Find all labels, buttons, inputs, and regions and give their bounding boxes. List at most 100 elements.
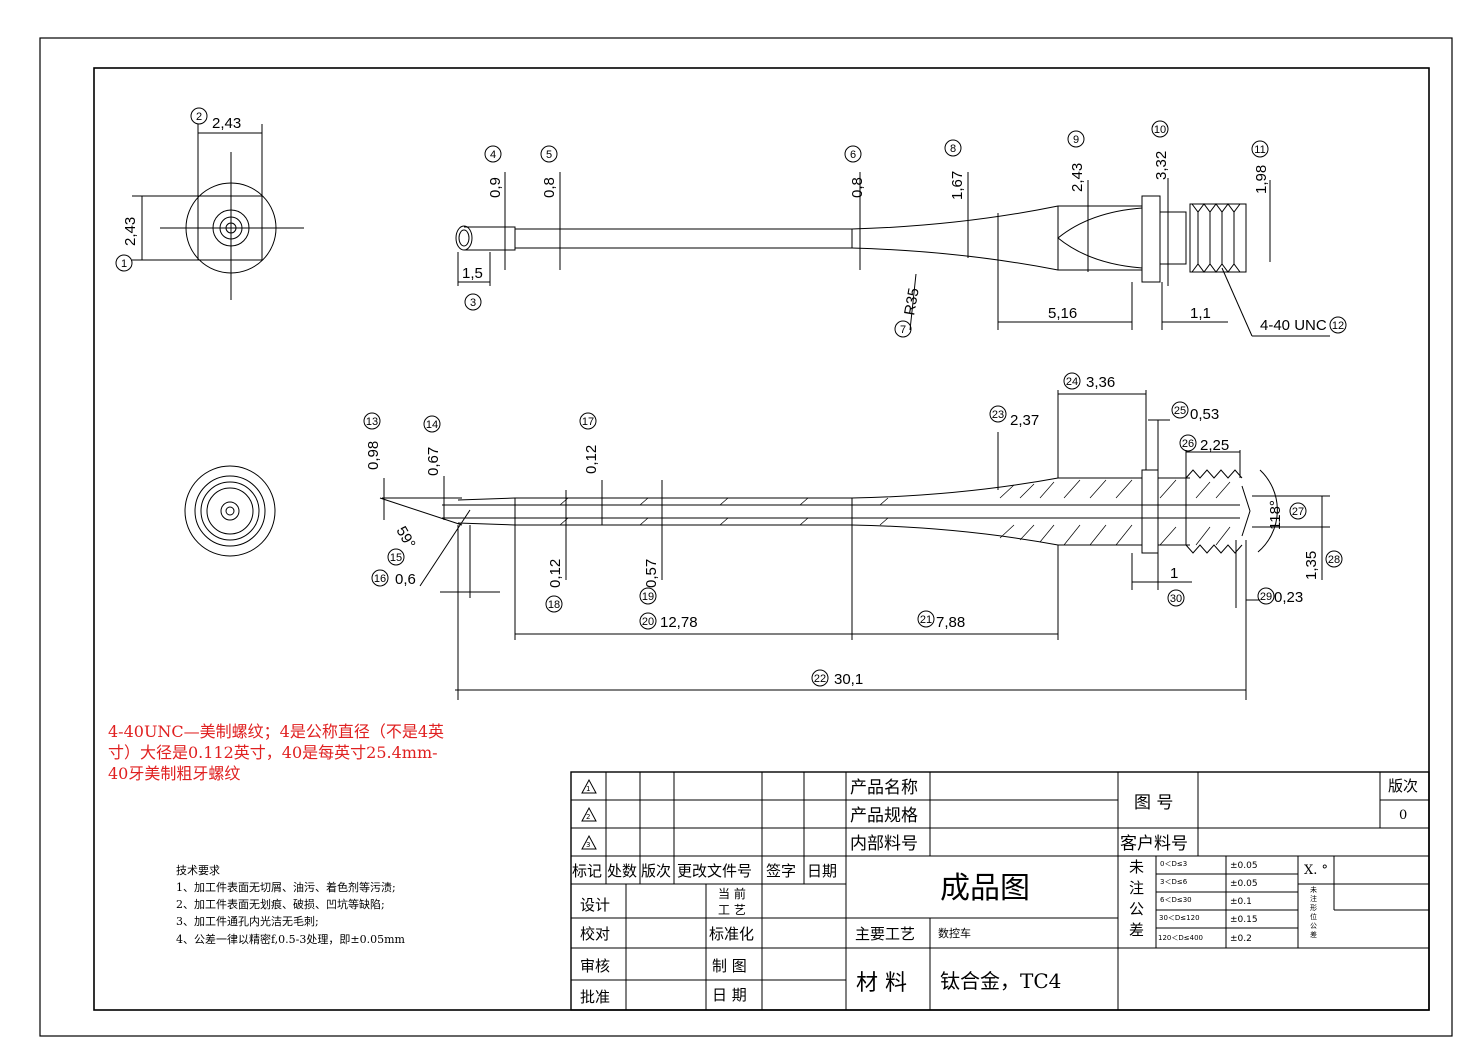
note-line-3: 40牙美制粗牙螺纹 [108, 764, 240, 783]
main-process-label: 主要工艺 [855, 925, 915, 943]
untol-label-char: 注 [1129, 879, 1144, 897]
dimension-labels: 2,43 1,5 5,16 1,1 4-40 UNC 0,6 12,78 7,8… [212, 115, 1327, 688]
balloon-number: 24 [1066, 376, 1078, 388]
balloon-number: 30 [1170, 593, 1182, 605]
tol-range: 30＜D≤120 [1159, 914, 1200, 922]
thread-note: 4-40UNC—美制螺纹；4是公称直径（不是4英 寸）大径是0.112英寸，40… [108, 722, 444, 783]
tol-value: ±0.05 [1230, 879, 1258, 889]
dim-label: 3,36 [1086, 374, 1115, 391]
end-view-top [132, 124, 304, 300]
current-process-label: 工 艺 [718, 903, 746, 917]
balloon-number: 7 [900, 324, 906, 336]
product-name-label: 产品名称 [850, 778, 918, 798]
note-line-2: 寸）大径是0.112英寸，40是每英寸25.4mm- [108, 743, 438, 762]
end-view-bottom [184, 465, 276, 557]
dim-label: 0,8 [541, 177, 558, 198]
dim-label: 1,1 [1190, 305, 1211, 322]
geo-tol-char: 未 [1310, 885, 1317, 894]
drawing-label: 制 图 [712, 957, 747, 975]
geo-tol-char: 差 [1310, 930, 1317, 939]
header-sign: 签字 [766, 862, 796, 880]
dim-label: 2,43 [1069, 163, 1086, 192]
side-view-top [455, 172, 1330, 337]
material-value: 钛合金，TC4 [940, 969, 1061, 993]
dim-label: 59° [393, 524, 419, 552]
geo-tol-char: 形 [1310, 904, 1317, 912]
balloon-number: 25 [1174, 405, 1186, 417]
geo-tol-char: 注 [1310, 894, 1317, 903]
balloon-number: 19 [642, 591, 654, 603]
balloon-number: 3 [470, 297, 476, 309]
balloon-number: 2 [196, 111, 202, 123]
dim-label: 2,37 [1010, 412, 1039, 429]
dim-label: 2,43 [212, 115, 241, 132]
balloon-number: 12 [1332, 320, 1344, 332]
dim-label: 4-40 UNC [1260, 317, 1327, 334]
dim-label: 0,8 [849, 177, 866, 198]
dim-label: 30,1 [834, 671, 863, 688]
dim-label: 1,35 [1303, 551, 1320, 580]
balloons [115, 107, 1347, 687]
title-block-text: 1 2 3 标记 处数 版次 更改文件号 签字 日期 设计 校对 审核 批准 当… [572, 777, 1418, 1006]
dim-label: 0,98 [365, 441, 382, 470]
dim-label: 3,32 [1153, 151, 1170, 180]
balloon-number: 14 [426, 419, 438, 431]
tol-value: ±0.2 [1230, 934, 1252, 944]
review-label: 审核 [580, 957, 610, 975]
dimension-labels-vertical: 2,43 0,9 0,8 0,8 R35 1,67 2,43 3,32 1,98… [122, 151, 1320, 588]
balloon-number: 27 [1292, 506, 1304, 518]
section-view [379, 390, 1330, 700]
balloon-number: 22 [814, 673, 826, 685]
balloon-number: 26 [1182, 438, 1194, 450]
tol-range: 6＜D≤30 [1160, 896, 1192, 904]
balloon-number: 17 [582, 416, 594, 428]
rev-mark: 3 [586, 841, 590, 849]
tol-range: 0＜D≤3 [1160, 860, 1187, 868]
process-value: 数控车 [938, 926, 971, 940]
balloon-number: 20 [642, 616, 654, 628]
standardize-label: 标准化 [709, 925, 754, 943]
product-spec-label: 产品规格 [850, 806, 918, 826]
material-label: 材 料 [856, 971, 907, 996]
tol-value: ±0.15 [1230, 915, 1258, 925]
dim-label: 5,16 [1048, 305, 1077, 322]
header-change-doc: 更改文件号 [677, 862, 752, 880]
note-line-1: 4-40UNC—美制螺纹；4是公称直径（不是4英 [108, 722, 444, 741]
design-label: 设计 [580, 896, 610, 914]
title-block [570, 771, 1430, 1011]
drawing-no-label: 图 号 [1134, 793, 1173, 813]
internal-part-label: 内部料号 [850, 834, 918, 854]
balloon-number: 15 [390, 552, 402, 564]
dim-label: 0,12 [583, 445, 600, 474]
outer-frame [39, 37, 1453, 1037]
header-mark: 标记 [572, 862, 602, 880]
dim-label: 7,88 [936, 614, 965, 631]
version-label: 版次 [1388, 777, 1418, 795]
geo-tol-char: 位 [1310, 912, 1317, 921]
requirement-item: 1、加工件表面无切屑、油污、着色剂等污渍; [176, 880, 396, 894]
dim-label: 0,67 [425, 447, 442, 476]
untol-label-char: 未 [1129, 858, 1144, 876]
drawing-title: 成品图 [940, 871, 1030, 906]
requirement-item: 3、加工件通孔内光洁无毛刺; [176, 914, 319, 928]
dim-label: 0,9 [487, 177, 504, 198]
untol-label-char: 差 [1129, 921, 1144, 939]
requirement-item: 2、加工件表面无划痕、破损、凹坑等缺陷; [176, 897, 385, 911]
dim-label: 1,5 [462, 265, 483, 282]
check-label: 校对 [580, 925, 610, 943]
dim-label: 12,78 [660, 614, 698, 631]
balloon-number: 10 [1154, 124, 1166, 136]
rev-mark: 1 [586, 785, 590, 793]
tol-range: 120＜D≤400 [1158, 934, 1203, 942]
version-value: 0 [1399, 808, 1407, 823]
balloon-number: 9 [1073, 134, 1079, 146]
balloon-number: 1 [121, 258, 127, 270]
balloon-numbers: 2 1 3 4 5 6 7 8 9 10 11 12 13 14 15 16 1… [121, 111, 1344, 685]
balloon-number: 21 [920, 614, 932, 626]
requirement-item: 4、公差一律以精密f,0.5-3处理，即±0.05mm [176, 932, 406, 946]
tol-value: ±0.1 [1230, 897, 1252, 907]
dim-label: R35 [901, 287, 923, 317]
balloon-number: 11 [1254, 144, 1265, 156]
xdeg-label: X. ° [1304, 863, 1328, 878]
